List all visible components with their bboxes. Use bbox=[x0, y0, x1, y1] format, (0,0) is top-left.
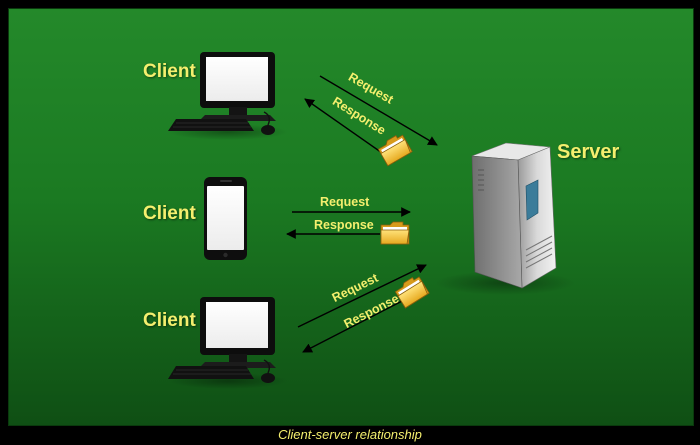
request-label: Request bbox=[320, 195, 370, 209]
server-tower-icon bbox=[435, 142, 575, 295]
request-arrow bbox=[297, 264, 427, 328]
desktop-computer-icon bbox=[168, 297, 288, 389]
request-arrow bbox=[319, 75, 438, 146]
client-label: Client bbox=[143, 203, 196, 224]
response-arrow bbox=[302, 297, 409, 353]
folder-icon bbox=[377, 134, 413, 167]
smartphone-icon bbox=[204, 177, 247, 260]
client-label: Client bbox=[143, 61, 196, 82]
server-label: Server bbox=[557, 141, 620, 163]
response-label: Response bbox=[314, 218, 374, 232]
diagram-frame bbox=[8, 8, 694, 426]
desktop-computer-icon bbox=[168, 52, 288, 140]
folder-icon bbox=[394, 276, 430, 309]
client-label: Client bbox=[143, 310, 196, 331]
folder-icon bbox=[380, 221, 410, 245]
figure-caption: Client-server relationship bbox=[278, 427, 422, 442]
